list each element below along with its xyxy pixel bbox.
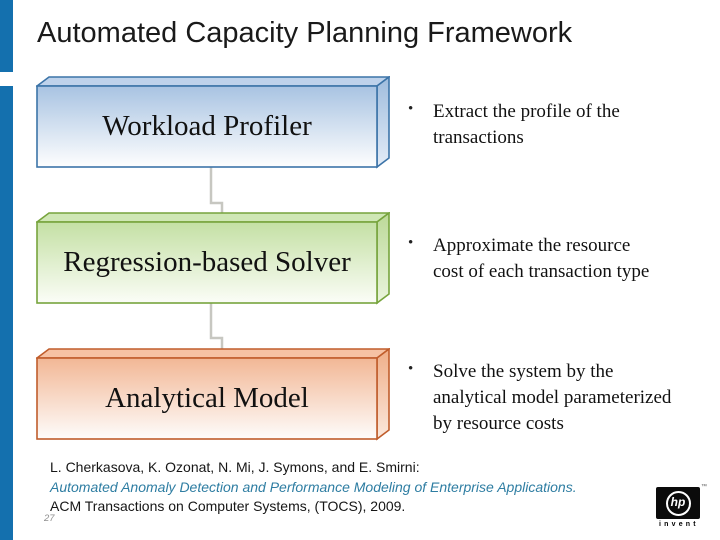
box-side-face xyxy=(376,211,390,305)
box-3d-shape xyxy=(34,75,392,169)
box-front-face xyxy=(36,357,378,440)
citation-venue: ACM Transactions on Computer Systems, (T… xyxy=(50,498,406,514)
box-analytical-model xyxy=(34,347,392,441)
hp-logo-circle: hp xyxy=(665,490,691,516)
page-number: 27 xyxy=(44,513,55,524)
sidebar-accent-bar-bottom xyxy=(0,86,13,540)
citation-title: Automated Anomaly Detection and Performa… xyxy=(50,478,577,495)
box-top-face xyxy=(34,348,392,359)
box-side-face xyxy=(376,347,390,441)
connector-elbow-1 xyxy=(209,166,224,214)
connector-elbow-2 xyxy=(209,300,224,350)
box-front-face xyxy=(36,221,378,304)
bullet-item-solve-system: • Solve the system by the analytical mod… xyxy=(408,359,718,437)
bullet-text: Extract the profile of the transactions xyxy=(433,101,620,148)
hp-logo-mark: hp xyxy=(656,487,700,519)
box-workload-profiler xyxy=(34,75,392,169)
hp-logo-letters: hp xyxy=(670,495,686,509)
hp-logo: hp ™ invent xyxy=(656,484,707,528)
box-label-analytical-model: Analytical Model xyxy=(105,381,309,414)
box-side-face xyxy=(376,75,390,169)
box-front-face xyxy=(36,85,378,168)
sidebar-accent-bar-top xyxy=(0,0,13,72)
bullet-item-approximate-cost: • Approximate the resource cost of each … xyxy=(408,233,718,285)
bullet-dot: • xyxy=(408,361,414,377)
box-label-workload-profiler: Workload Profiler xyxy=(102,109,312,142)
trademark-symbol: ™ xyxy=(701,484,707,490)
citation: L. Cherkasova, K. Ozonat, N. Mi, J. Symo… xyxy=(50,458,650,517)
citation-authors: L. Cherkasova, K. Ozonat, N. Mi, J. Symo… xyxy=(50,459,420,475)
bullet-item-extract-profile: • Extract the profile of the transaction… xyxy=(408,99,718,151)
slide-title: Automated Capacity Planning Framework xyxy=(37,17,573,49)
box-top-face xyxy=(34,76,392,87)
bullet-text: Solve the system by the analytical model… xyxy=(433,361,672,434)
box-top-face xyxy=(34,212,392,223)
hp-logo-tagline: invent xyxy=(659,521,699,528)
box-3d-shape xyxy=(34,211,392,305)
box-label-regression-based-solver: Regression-based Solver xyxy=(63,245,351,278)
box-regression-based-solver xyxy=(34,211,392,305)
bullet-dot: • xyxy=(408,235,414,251)
box-3d-shape xyxy=(34,347,392,441)
bullet-text: Approximate the resource cost of each tr… xyxy=(433,235,650,282)
bullet-dot: • xyxy=(408,101,414,117)
